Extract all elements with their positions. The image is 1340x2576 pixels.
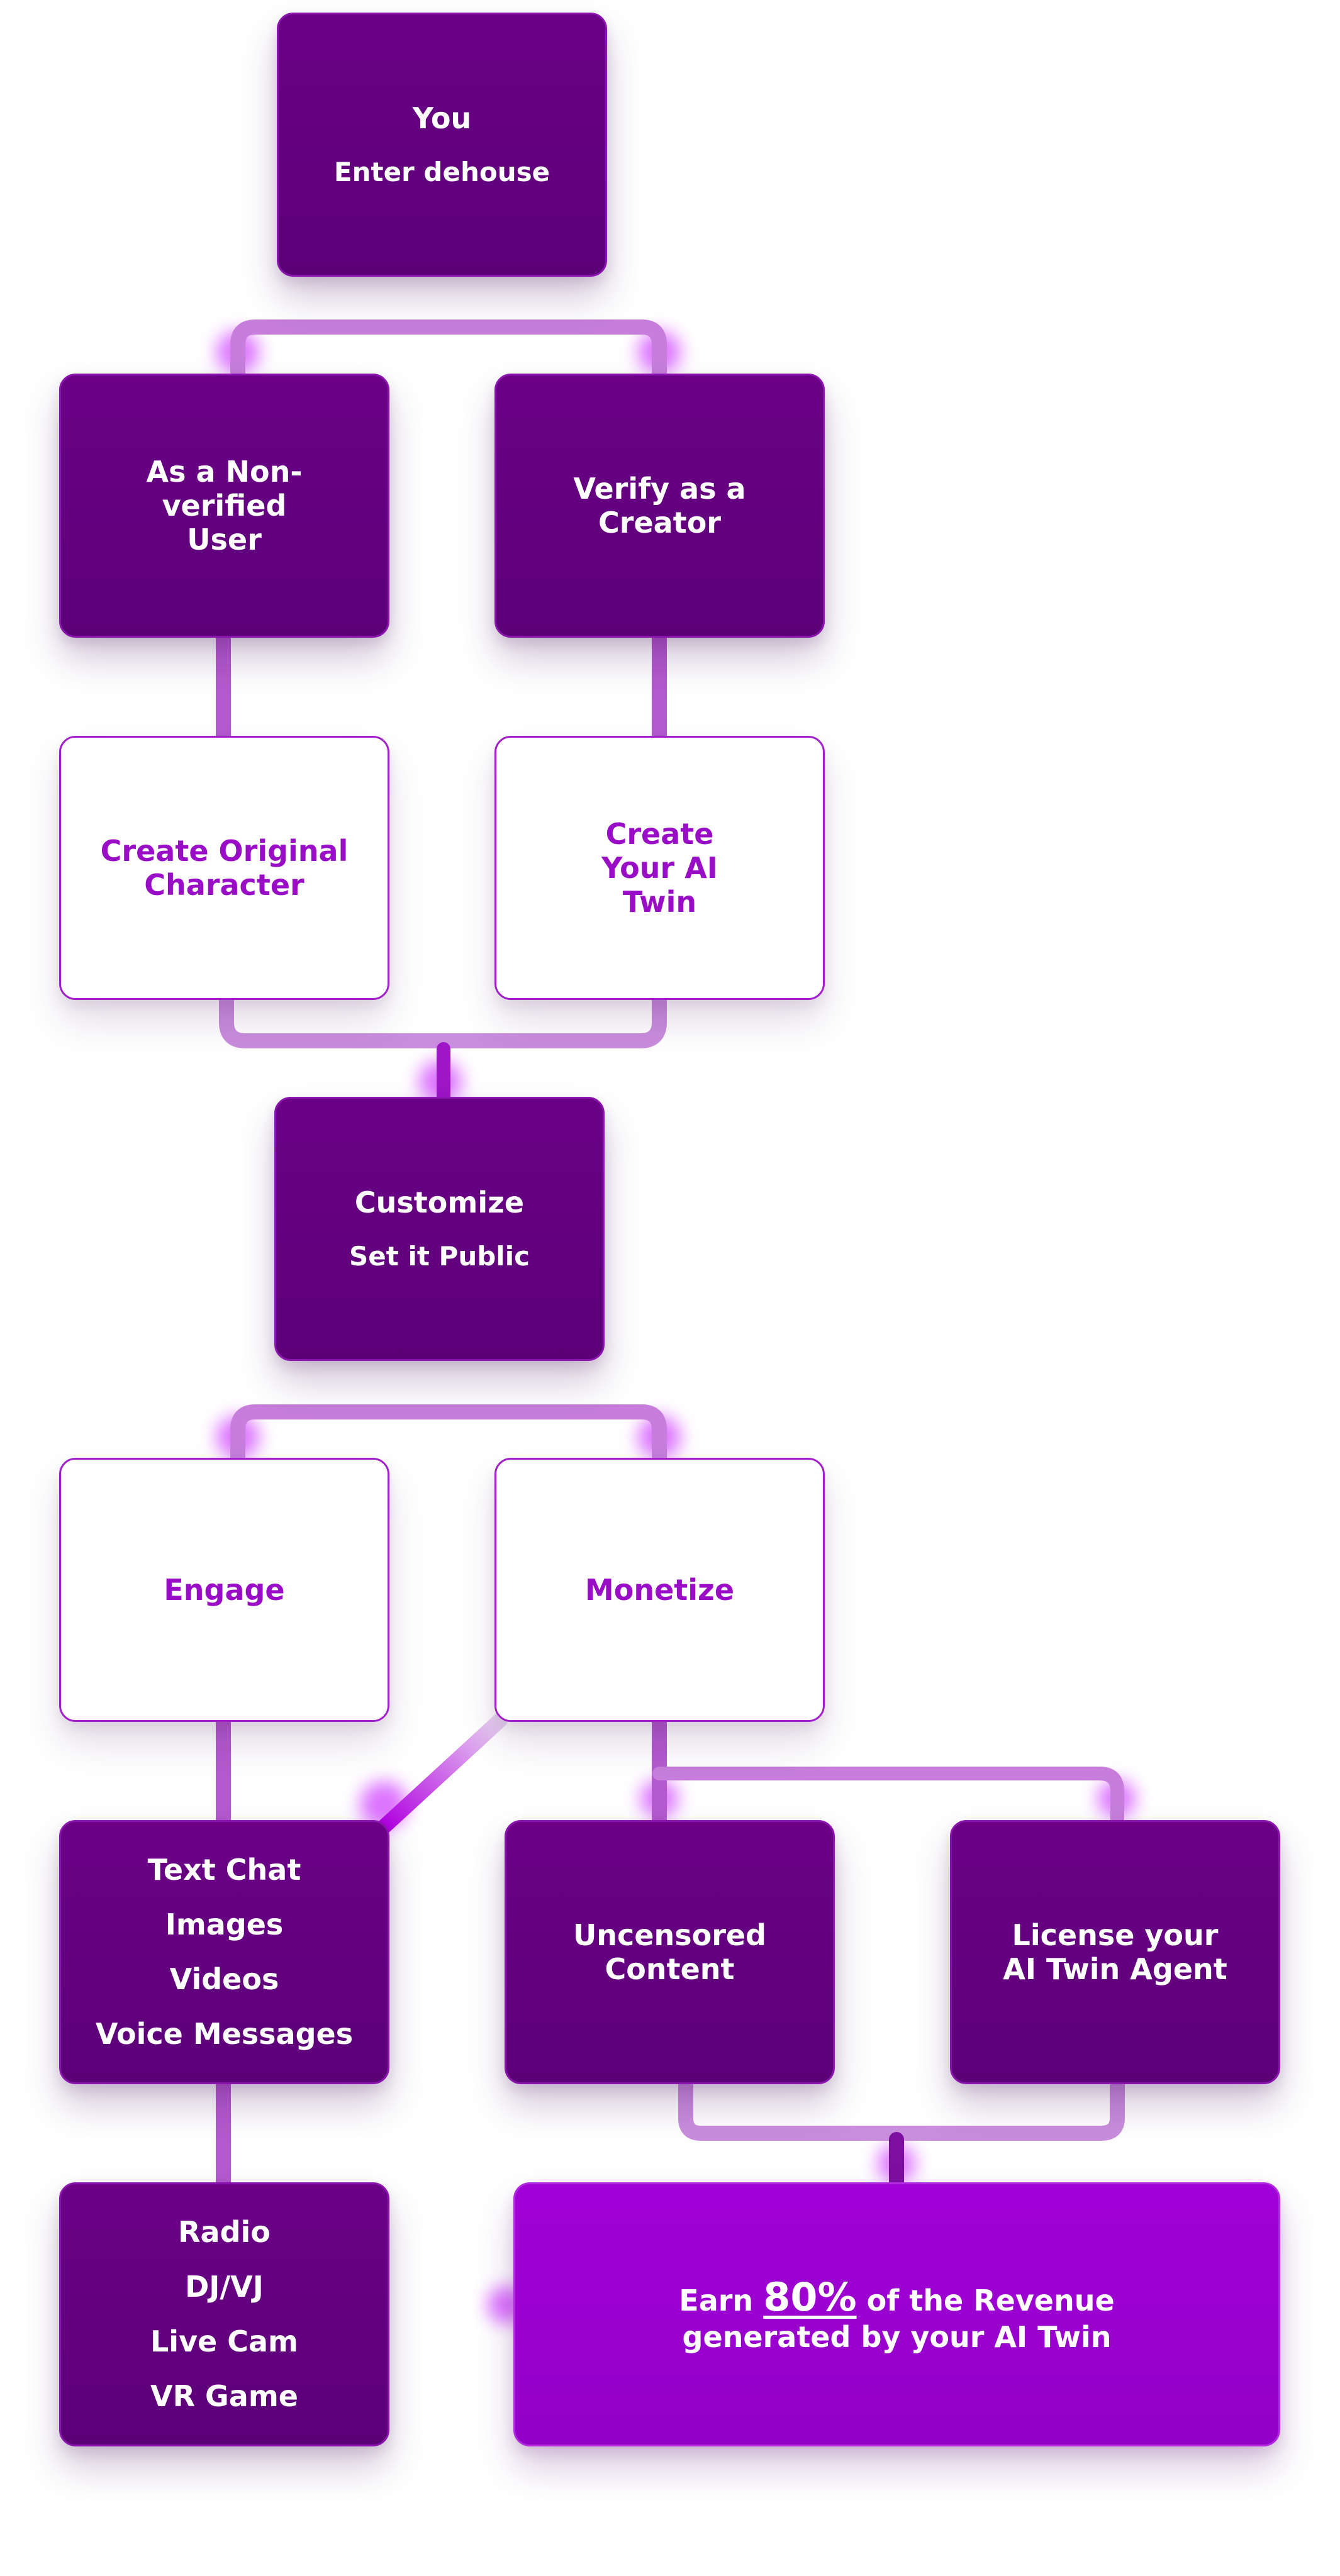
node-uncensored: Uncensored Content — [505, 1820, 835, 2084]
feature-videos: Videos — [169, 1962, 279, 1996]
node-engage: Engage — [59, 1458, 389, 1722]
node-live-features: Radio DJ/VJ Live Cam VR Game — [59, 2182, 389, 2446]
node-engage-label: Engage — [164, 1572, 285, 1607]
earn-prefix: Earn — [679, 2284, 754, 2318]
node-you-subtitle: Enter dehouse — [333, 157, 550, 188]
node-verify-creator-label: Verify as a Creator — [573, 471, 746, 540]
node-license-agent: License your AI Twin Agent — [950, 1820, 1280, 2084]
feature-voice-messages: Voice Messages — [95, 2017, 354, 2051]
connector-monetize-diagonal — [376, 1713, 508, 1835]
earn-line-1: Earn 80% of the Revenue — [679, 2274, 1114, 2320]
node-engage-features: Text Chat Images Videos Voice Messages — [59, 1820, 389, 2084]
feature-text-chat: Text Chat — [147, 1853, 301, 1887]
node-create-original: Create Original Character — [59, 736, 389, 1000]
node-you-title: You — [412, 101, 472, 136]
feature-live-cam: Live Cam — [150, 2324, 298, 2358]
node-monetize-label: Monetize — [584, 1572, 735, 1607]
node-earn-revenue: Earn 80% of the Revenue generated by you… — [513, 2182, 1280, 2446]
node-monetize: Monetize — [494, 1458, 825, 1722]
node-create-twin: Create Your AI Twin — [494, 736, 825, 1000]
node-verify-creator: Verify as a Creator — [494, 374, 825, 638]
node-license-agent-label: License your AI Twin Agent — [1003, 1918, 1227, 1986]
earn-suffix: of the Revenue — [866, 2284, 1115, 2318]
feature-dj-vj: DJ/VJ — [185, 2270, 264, 2304]
node-customize: Customize Set it Public — [274, 1097, 605, 1361]
connector-customize-split — [230, 1404, 667, 1465]
node-non-verified-label: As a Non-verified User — [146, 454, 303, 557]
feature-vr-game: VR Game — [150, 2379, 298, 2413]
node-customize-subtitle: Set it Public — [349, 1241, 530, 1272]
feature-radio: Radio — [178, 2215, 271, 2249]
feature-images: Images — [165, 1907, 284, 1941]
connector-revenue-merge — [678, 2077, 1125, 2141]
connector-monetize-branch — [652, 1767, 1124, 1828]
node-create-twin-label: Create Your AI Twin — [601, 816, 718, 919]
node-uncensored-label: Uncensored Content — [572, 1918, 767, 1986]
earn-line-2: generated by your AI Twin — [682, 2320, 1112, 2355]
node-create-original-label: Create Original Character — [100, 833, 349, 902]
connector-create-merge — [219, 992, 667, 1048]
node-non-verified: As a Non-verified User — [59, 374, 389, 638]
earn-percentage: 80% — [763, 2274, 857, 2321]
node-you: You Enter dehouse — [277, 13, 607, 277]
connector-you-split — [230, 319, 667, 380]
node-customize-title: Customize — [354, 1185, 525, 1220]
